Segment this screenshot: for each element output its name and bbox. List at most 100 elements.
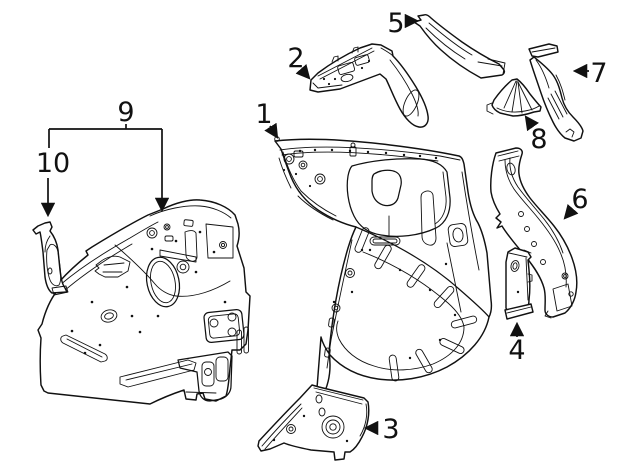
part-line: [331, 55, 339, 63]
part-line: [369, 236, 401, 246]
part-line: [194, 270, 198, 274]
part-line: [345, 439, 349, 443]
part-line: [318, 407, 326, 417]
part-line: [209, 318, 219, 328]
part-line: [535, 59, 550, 89]
part-line: [156, 314, 160, 318]
part-line: [402, 89, 420, 117]
part-line: [524, 226, 530, 232]
part-line: [490, 147, 578, 318]
part-line: [227, 327, 237, 337]
part-line: [207, 313, 241, 339]
part-line: [325, 419, 341, 435]
part-line: [312, 82, 343, 89]
part-line: [103, 262, 125, 266]
part-line: [531, 241, 537, 247]
part-line: [184, 230, 198, 262]
part-line: [314, 173, 326, 185]
part-line: [298, 160, 308, 170]
part-line: [63, 243, 133, 292]
part-line: [332, 300, 336, 304]
part-line: [517, 81, 533, 111]
part-line: [203, 308, 245, 344]
part-line: [288, 426, 294, 432]
part-line: [94, 255, 131, 278]
part-line: [324, 347, 331, 358]
part-line: [428, 22, 473, 56]
part-line: [60, 334, 108, 363]
callout-2-label: 2: [287, 43, 304, 74]
part-line: [37, 199, 251, 405]
part-line: [389, 59, 419, 117]
part-line: [418, 154, 422, 158]
part-line: [47, 267, 53, 275]
part-line: [384, 151, 388, 155]
part-line: [516, 290, 520, 294]
callout-9: 9: [48, 97, 170, 213]
part-line: [517, 81, 523, 114]
part-line: [159, 249, 197, 263]
part-line: [497, 150, 519, 157]
part-line: [264, 407, 303, 450]
part-line: [130, 314, 134, 318]
part-line: [360, 66, 364, 70]
part-line: [347, 270, 353, 276]
part-line: [179, 263, 187, 271]
part-line: [368, 248, 372, 252]
part-line: [337, 61, 356, 75]
callout-6-arrow: [563, 203, 579, 220]
callout-4-label: 4: [508, 335, 525, 366]
callout-10-label: 10: [36, 148, 70, 179]
part-line: [336, 251, 465, 371]
part-line: [286, 156, 292, 162]
part-line: [183, 219, 194, 227]
part-line: [428, 288, 432, 292]
part-line: [510, 260, 520, 272]
part-line: [504, 303, 534, 320]
part-line: [150, 247, 154, 251]
part-line: [380, 47, 394, 57]
part-line: [371, 169, 402, 207]
part-line: [198, 230, 202, 234]
part-line: [329, 423, 337, 431]
part-line: [293, 150, 304, 158]
part-line: [565, 128, 575, 138]
part-line: [282, 151, 302, 192]
part-line: [283, 153, 295, 165]
part-line: [219, 241, 227, 249]
part-line: [70, 329, 74, 333]
part-line: [398, 268, 402, 272]
part-line: [438, 338, 442, 342]
callout-4: 4: [508, 321, 526, 366]
part-line: [461, 171, 480, 271]
part-line: [331, 303, 341, 313]
part-line: [100, 309, 118, 323]
part-line: [164, 235, 174, 242]
part-line: [433, 285, 455, 309]
callout-1: 1: [255, 99, 279, 139]
part-line: [340, 73, 354, 83]
callout-8-arrow: [524, 115, 539, 132]
part-line: [327, 82, 331, 86]
part-line: [434, 156, 438, 160]
part-line: [223, 300, 227, 304]
part-line: [345, 268, 355, 278]
callout-7-label: 7: [590, 58, 607, 89]
part-line: [550, 93, 564, 118]
part-line: [212, 250, 216, 254]
part-line: [434, 171, 447, 225]
part-line: [498, 155, 520, 162]
part-line: [525, 257, 529, 301]
part-line: [452, 227, 464, 243]
part-line: [355, 226, 490, 318]
part-line: [326, 239, 353, 369]
part-line: [531, 47, 556, 53]
part-line: [477, 61, 503, 67]
part-line: [44, 235, 51, 253]
callout-9-label: 9: [117, 97, 134, 128]
part-6-reinforcement-drawing: [490, 147, 578, 319]
part-line: [104, 312, 114, 320]
part-line: [201, 361, 215, 387]
callout-8: 8: [524, 115, 548, 155]
